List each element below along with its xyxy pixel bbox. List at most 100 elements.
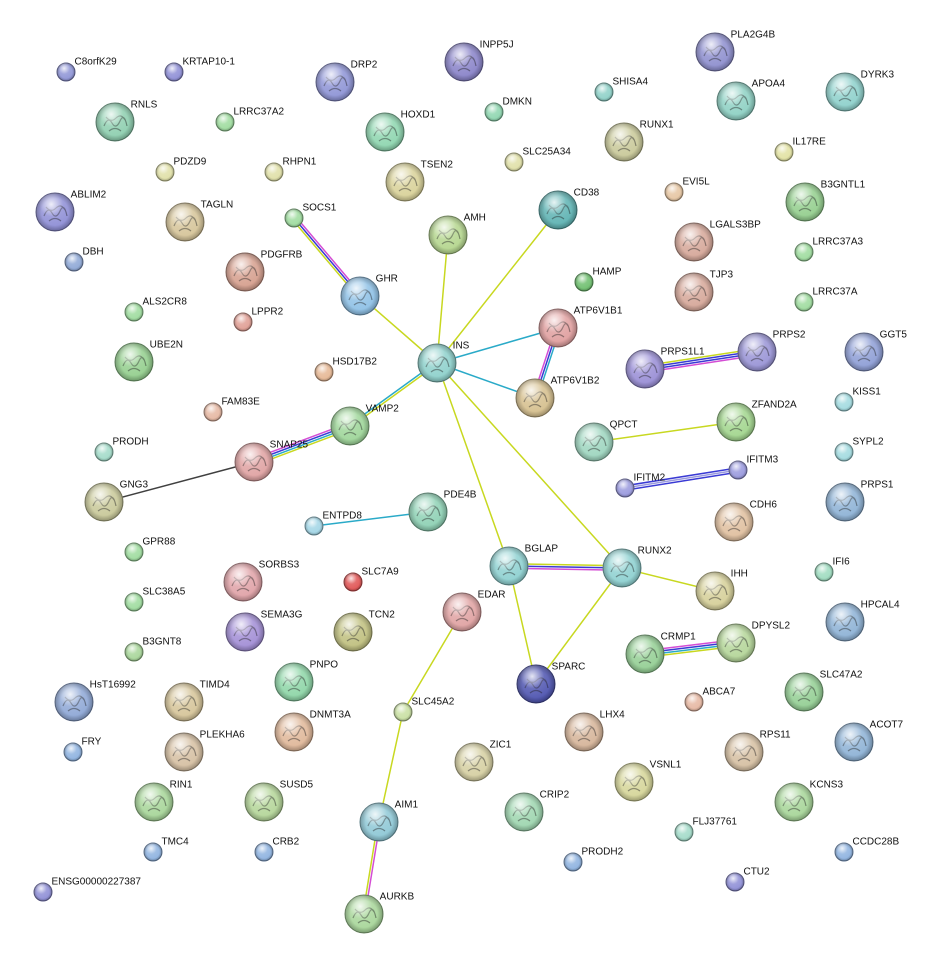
- node-krtap10-1[interactable]: KRTAP10-1: [164, 57, 235, 82]
- node-kiss1[interactable]: KISS1: [834, 387, 881, 412]
- node-ube2n[interactable]: UBE2N: [114, 339, 183, 382]
- node-lppr2[interactable]: LPPR2: [233, 307, 284, 332]
- node-tcn2[interactable]: TCN2: [333, 609, 395, 652]
- node-ifitm2[interactable]: IFITM2: [615, 473, 666, 498]
- node-ggt5[interactable]: GGT5: [844, 329, 907, 372]
- node-ensg00000227387[interactable]: ENSG00000227387: [33, 877, 141, 902]
- node-dpysl2[interactable]: DPYSL2: [716, 620, 790, 663]
- node-cd38[interactable]: CD38: [538, 187, 600, 230]
- node-prps1[interactable]: PRPS1: [825, 479, 894, 522]
- node-atp6v1b1[interactable]: ATP6V1B1: [538, 305, 623, 348]
- node-fam83e[interactable]: FAM83E: [203, 397, 260, 422]
- node-lrrc37a2[interactable]: LRRC37A2: [215, 107, 284, 132]
- node-vsnl1[interactable]: VSNL1: [614, 759, 682, 802]
- node-timd4[interactable]: TIMD4: [164, 679, 230, 722]
- node-shisa4[interactable]: SHISA4: [594, 77, 648, 102]
- node-prodh[interactable]: PRODH: [94, 437, 149, 462]
- node-prodh2[interactable]: PRODH2: [563, 847, 624, 872]
- node-ghr[interactable]: GHR: [340, 273, 398, 316]
- node-hsd17b2[interactable]: HSD17B2: [314, 357, 377, 382]
- node-abca7[interactable]: ABCA7: [684, 687, 736, 712]
- node-b3gnt8[interactable]: B3GNT8: [124, 637, 182, 662]
- node-rhpn1[interactable]: RHPN1: [264, 157, 317, 182]
- node-dbh[interactable]: DBH: [64, 247, 104, 272]
- edge-ifitm2-ifitm3[interactable]: [623, 467, 740, 491]
- node-crb2[interactable]: CRB2: [254, 837, 300, 862]
- node-crip2[interactable]: CRIP2: [504, 789, 570, 832]
- edge-ins-atp6v1b1[interactable]: [436, 327, 559, 364]
- node-b3gntl1[interactable]: B3GNTL1: [785, 179, 866, 222]
- node-susd5[interactable]: SUSD5: [244, 779, 313, 822]
- node-flj37761[interactable]: FLJ37761: [674, 817, 737, 842]
- node-hoxd1[interactable]: HOXD1: [365, 109, 436, 152]
- node-dyrk3[interactable]: DYRK3: [825, 69, 894, 112]
- node-il17re[interactable]: IL17RE: [774, 137, 826, 162]
- node-drp2[interactable]: DRP2: [315, 59, 378, 102]
- edge-ins-bglap[interactable]: [436, 362, 510, 567]
- node-ctu2[interactable]: CTU2: [725, 867, 770, 892]
- node-socs1[interactable]: SOCS1: [284, 203, 337, 228]
- node-ihh[interactable]: IHH: [695, 568, 748, 611]
- node-fry[interactable]: FRY: [63, 737, 102, 762]
- node-ifi6[interactable]: IFI6: [814, 557, 850, 582]
- node-slc25a34[interactable]: SLC25A34: [504, 147, 571, 172]
- node-pdzd9[interactable]: PDZD9: [155, 157, 207, 182]
- edge-runx2-sparc[interactable]: [535, 567, 623, 685]
- node-sparc[interactable]: SPARC: [516, 661, 585, 704]
- node-pdgfrb[interactable]: PDGFRB: [225, 249, 303, 292]
- node-slc7a9[interactable]: SLC7A9: [343, 567, 399, 592]
- node-bglap[interactable]: BGLAP: [489, 543, 558, 586]
- node-ablim2[interactable]: ABLIM2: [35, 189, 107, 232]
- node-prps2[interactable]: PRPS2: [737, 329, 806, 372]
- node-acot7[interactable]: ACOT7: [834, 719, 903, 762]
- node-zic1[interactable]: ZIC1: [454, 739, 512, 782]
- node-rin1[interactable]: RIN1: [134, 779, 193, 822]
- node-slc47a2[interactable]: SLC47A2: [784, 669, 863, 712]
- node-edar[interactable]: EDAR: [442, 589, 505, 632]
- node-ccdc28b[interactable]: CCDC28B: [834, 837, 899, 862]
- node-als2cr8[interactable]: ALS2CR8: [124, 297, 187, 322]
- node-hpcal4[interactable]: HPCAL4: [825, 599, 900, 642]
- node-cdh6[interactable]: CDH6: [714, 499, 777, 542]
- node-pde4b[interactable]: PDE4B: [408, 489, 477, 532]
- node-tsen2[interactable]: TSEN2: [385, 159, 453, 202]
- node-tagln[interactable]: TAGLN: [165, 199, 233, 242]
- edge-amh-ins[interactable]: [436, 234, 449, 364]
- node-slc38a5[interactable]: SLC38A5: [124, 587, 186, 612]
- node-lrrc37a[interactable]: LRRC37A: [794, 287, 858, 312]
- node-pnpo[interactable]: PNPO: [274, 659, 338, 702]
- node-runx1[interactable]: RUNX1: [604, 119, 674, 162]
- node-prps1l1[interactable]: PRPS1L1: [625, 346, 705, 389]
- node-aim1[interactable]: AIM1: [359, 799, 418, 842]
- node-snap25[interactable]: SNAP25: [234, 439, 308, 482]
- node-dnmt3a[interactable]: DNMT3A: [274, 709, 351, 752]
- node-lgals3bp[interactable]: LGALS3BP: [674, 219, 761, 262]
- node-crmp1[interactable]: CRMP1: [625, 631, 696, 674]
- edge-ins-runx2[interactable]: [436, 362, 623, 569]
- node-sorbs3[interactable]: SORBS3: [223, 559, 300, 602]
- node-atp6v1b2[interactable]: ATP6V1B2: [515, 375, 600, 418]
- node-hamp[interactable]: HAMP: [574, 267, 622, 292]
- node-plekha6[interactable]: PLEKHA6: [164, 729, 245, 772]
- node-dmkn[interactable]: DMKN: [484, 97, 532, 122]
- node-sema3g[interactable]: SEMA3G: [225, 609, 303, 652]
- node-aurkb[interactable]: AURKB: [344, 891, 414, 934]
- node-qpct[interactable]: QPCT: [574, 419, 637, 462]
- node-inpp5j[interactable]: INPP5J: [444, 39, 514, 82]
- node-runx2[interactable]: RUNX2: [602, 545, 672, 588]
- edge-qpct-zfand2a[interactable]: [593, 421, 737, 443]
- node-slc45a2[interactable]: SLC45A2: [393, 697, 455, 722]
- edge-snap25-gng3[interactable]: [103, 461, 255, 503]
- edge-bglap-sparc[interactable]: [508, 565, 537, 685]
- node-kcns3[interactable]: KCNS3: [774, 779, 843, 822]
- node-ins[interactable]: INS: [417, 340, 470, 383]
- node-rps11[interactable]: RPS11: [724, 729, 791, 772]
- node-c8orfk29[interactable]: C8orfK29: [56, 57, 117, 82]
- node-sypl2[interactable]: SYPL2: [834, 437, 884, 462]
- node-amh[interactable]: AMH: [428, 212, 486, 255]
- node-tjp3[interactable]: TJP3: [674, 269, 733, 312]
- node-entpd8[interactable]: ENTPD8: [304, 511, 362, 536]
- edge-cd38-ins[interactable]: [436, 209, 559, 364]
- node-pla2g4b[interactable]: PLA2G4B: [695, 29, 775, 72]
- node-rnls[interactable]: RNLS: [95, 99, 158, 142]
